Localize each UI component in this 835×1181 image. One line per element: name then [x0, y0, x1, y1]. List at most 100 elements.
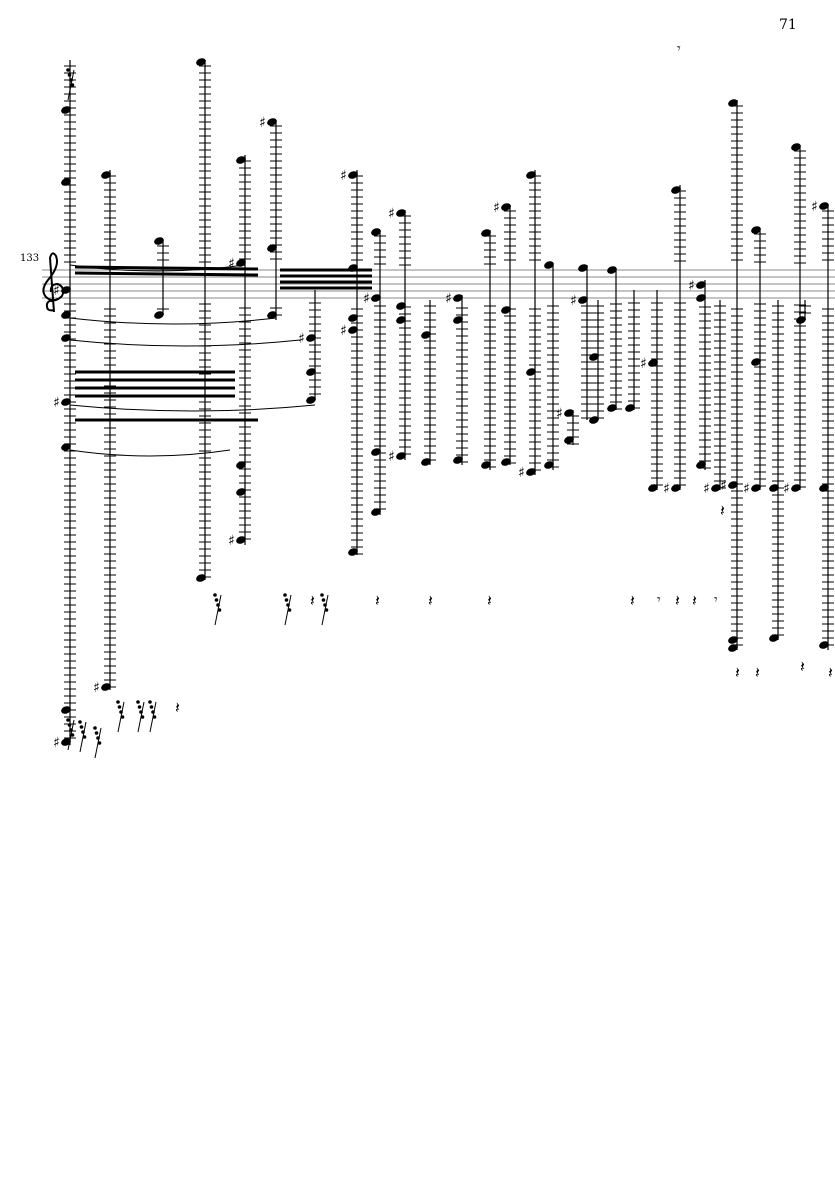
notehead — [791, 484, 801, 492]
notehead — [526, 468, 536, 476]
notehead — [728, 644, 738, 652]
grace-stem — [67, 69, 75, 101]
notehead — [61, 738, 71, 746]
sharp-accidental-icon: ♯ — [228, 533, 235, 549]
notehead — [236, 461, 246, 469]
eighth-rest-icon: 𝄾 — [657, 592, 661, 608]
notehead — [101, 171, 111, 179]
quarter-rest-icon: 𝄽 — [755, 663, 760, 682]
grace-note — [284, 598, 289, 602]
quarter-rest-icon: 𝄽 — [428, 591, 433, 610]
sharp-accidental-icon: ♯ — [388, 449, 395, 465]
notehead — [711, 484, 721, 492]
grace-stem — [67, 719, 75, 751]
notehead — [306, 368, 316, 376]
tie — [69, 339, 301, 347]
sharp-accidental-icon: ♯ — [570, 293, 577, 309]
sharp-accidental-icon: ♯ — [228, 256, 235, 272]
sharp-accidental-icon: ♯ — [340, 323, 347, 339]
sharp-accidental-icon: ♯ — [445, 291, 452, 307]
grace-note — [116, 700, 120, 704]
notehead — [267, 311, 277, 319]
notehead — [348, 548, 358, 556]
treble-clef-icon — [42, 252, 65, 313]
grace-note — [79, 725, 84, 729]
notehead — [607, 404, 617, 412]
grace-note — [137, 705, 142, 709]
notehead — [453, 456, 463, 464]
quarter-rest-icon: 𝄽 — [310, 591, 315, 610]
sharp-accidental-icon: ♯ — [53, 735, 60, 751]
quarter-rest-icon: 𝄽 — [375, 591, 380, 610]
notehead — [61, 106, 71, 114]
notehead — [696, 461, 706, 469]
notehead — [796, 316, 806, 324]
notehead — [453, 316, 463, 324]
notehead — [819, 641, 829, 649]
sharp-accidental-icon: ♯ — [259, 115, 266, 131]
sharp-accidental-icon: ♯ — [640, 356, 647, 372]
grace-note — [283, 593, 287, 597]
quarter-rest-icon: 𝄽 — [675, 591, 680, 610]
sharp-accidental-icon: ♯ — [518, 465, 525, 481]
notehead — [751, 484, 761, 492]
notehead — [671, 484, 681, 492]
notehead — [61, 311, 71, 319]
notehead — [648, 484, 658, 492]
notehead — [61, 178, 71, 186]
quarter-rest-icon: 𝄽 — [735, 663, 740, 682]
grace-stem — [149, 701, 157, 733]
sharp-accidental-icon: ♯ — [340, 168, 347, 184]
sharp-accidental-icon: ♯ — [93, 680, 100, 696]
notehead — [819, 202, 829, 210]
sharp-accidental-icon: ♯ — [363, 291, 370, 307]
quarter-rest-icon: 𝄽 — [720, 501, 725, 520]
notehead — [819, 484, 829, 492]
quarter-rest-icon: 𝄽 — [800, 657, 805, 676]
sharp-accidental-icon: ♯ — [556, 406, 563, 422]
measure-number: 133 — [20, 253, 40, 264]
notehead — [371, 508, 381, 516]
notehead — [306, 396, 316, 404]
grace-stem — [94, 727, 102, 759]
notehead — [61, 706, 71, 714]
notehead — [61, 334, 71, 342]
grace-note — [117, 705, 122, 709]
tie — [69, 264, 246, 272]
notehead — [791, 143, 801, 151]
notehead — [236, 536, 246, 544]
notehead — [696, 294, 706, 302]
notehead — [648, 359, 658, 367]
notehead — [728, 636, 738, 644]
notehead — [564, 409, 574, 417]
eighth-rest-icon: 𝄾 — [677, 41, 681, 57]
quarter-rest-icon: 𝄽 — [692, 591, 697, 610]
quarter-rest-icon: 𝄽 — [487, 591, 492, 610]
tie — [69, 449, 231, 457]
notehead — [154, 237, 164, 245]
notehead — [267, 118, 277, 126]
grace-note — [213, 593, 217, 597]
notehead — [396, 209, 406, 217]
sharp-accidental-icon: ♯ — [811, 199, 818, 215]
notehead — [371, 294, 381, 302]
sharp-accidental-icon: ♯ — [388, 206, 395, 222]
grace-note — [136, 700, 140, 704]
sharp-accidental-icon: ♯ — [688, 278, 695, 294]
notehead — [671, 186, 681, 194]
notehead — [501, 203, 511, 211]
notehead — [625, 404, 635, 412]
notehead — [501, 306, 511, 314]
grace-note — [214, 598, 219, 602]
grace-note — [320, 593, 324, 597]
sharp-accidental-icon: ♯ — [663, 481, 670, 497]
sharp-accidental-icon: ♯ — [703, 481, 710, 497]
notehead — [696, 281, 706, 289]
notehead — [728, 99, 738, 107]
notehead — [564, 436, 574, 444]
tie — [69, 404, 316, 412]
grace-note — [94, 731, 99, 735]
notehead — [769, 634, 779, 642]
